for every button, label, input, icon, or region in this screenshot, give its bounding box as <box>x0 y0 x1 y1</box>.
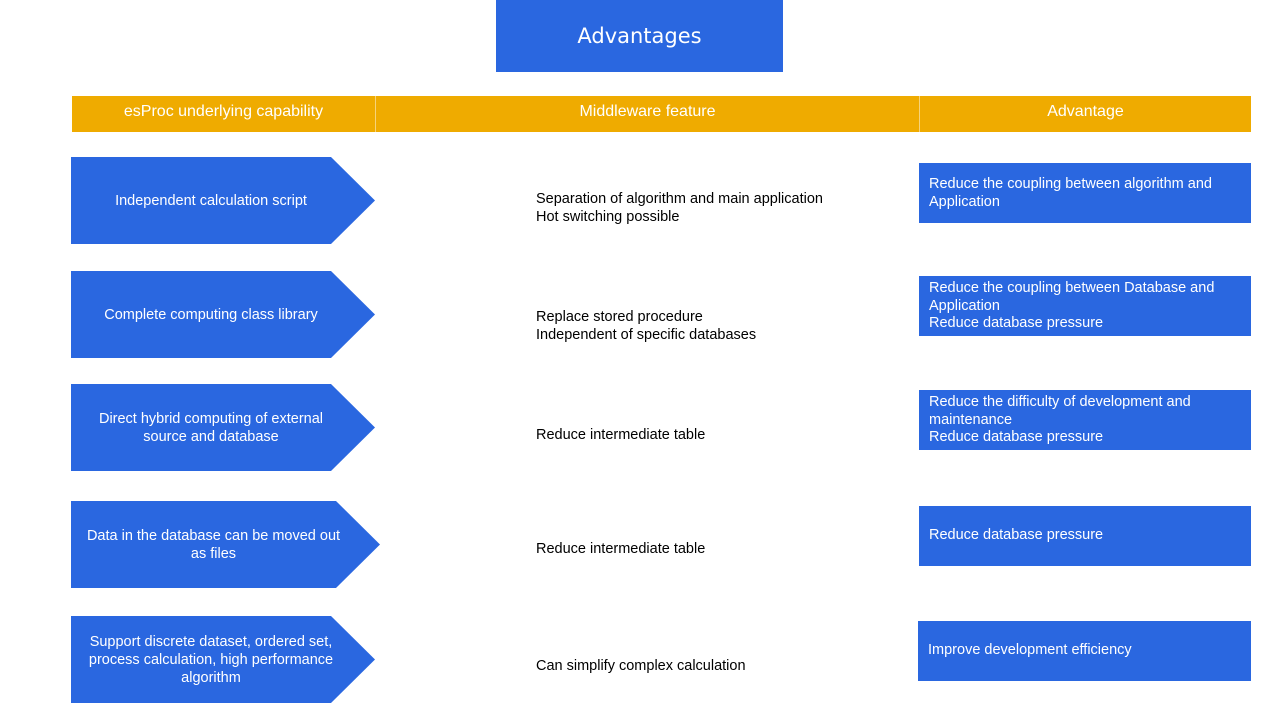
capability-text: Support discrete dataset, ordered set, p… <box>88 633 334 686</box>
capability-arrow: Data in the database can be moved out as… <box>71 501 380 588</box>
feature-text: Reduce intermediate table <box>536 427 706 443</box>
capability-arrow: Complete computing class library <box>71 271 375 358</box>
feature-text: Replace stored procedure Independent of … <box>536 309 757 343</box>
feature-text: Separation of algorithm and main applica… <box>536 191 823 225</box>
header-middleware-feature: Middleware feature <box>375 96 919 132</box>
capability-arrow: Independent calculation script <box>71 157 375 244</box>
header-capability: esProc underlying capability <box>123 103 324 120</box>
header-advantage: Advantage <box>919 96 1251 132</box>
advantage-box: Improve development efficiency <box>918 621 1251 681</box>
capability-text: Complete computing class library <box>104 306 318 323</box>
capability-arrow: Direct hybrid computing of external sour… <box>71 384 375 471</box>
feature-text: Reduce intermediate table <box>536 541 706 557</box>
advantage-text: Improve development efficiency <box>928 642 1132 659</box>
advantage-text: Reduce the difficulty of development and… <box>929 394 1191 445</box>
advantage-box: Reduce the coupling between algorithm an… <box>919 163 1251 223</box>
page-title: Advantages <box>496 0 783 72</box>
feature-text: Can simplify complex calculation <box>536 658 746 674</box>
advantage-box: Reduce the coupling between Database and… <box>919 276 1251 336</box>
advantage-text: Reduce the coupling between algorithm an… <box>929 176 1212 210</box>
advantage-text: Reduce database pressure <box>929 527 1104 544</box>
advantage-box: Reduce database pressure <box>919 506 1251 566</box>
advantage-box: Reduce the difficulty of development and… <box>919 390 1251 450</box>
capability-text: Data in the database can be moved out as… <box>86 527 341 562</box>
advantage-text: Reduce the coupling between Database and… <box>929 280 1215 331</box>
table-header: esProc underlying capability Middleware … <box>72 96 1251 132</box>
title-text: Advantages <box>577 24 702 48</box>
capability-text: Independent calculation script <box>115 192 307 209</box>
capability-text: Direct hybrid computing of external sour… <box>98 410 324 445</box>
capability-arrow: Support discrete dataset, ordered set, p… <box>71 616 375 703</box>
